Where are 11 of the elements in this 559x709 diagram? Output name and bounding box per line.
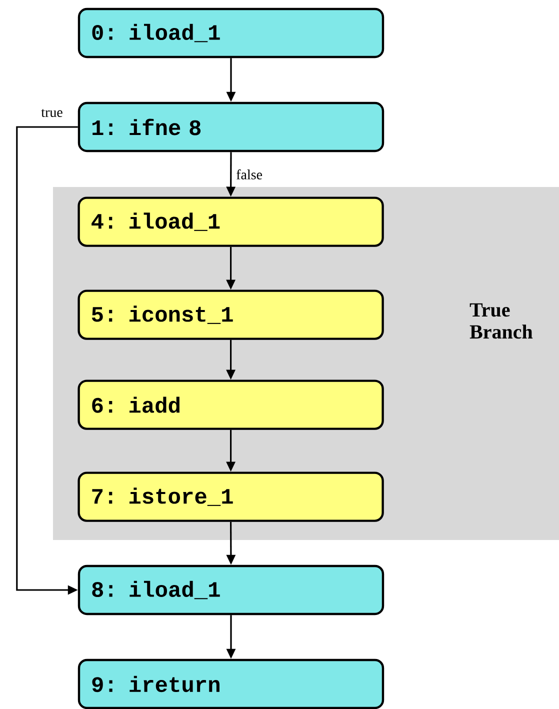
instruction-box: 5: iconst_1 xyxy=(78,290,384,340)
instruction-box: 4: iload_1 xyxy=(78,196,384,247)
instruction-box: 0: iload_1 xyxy=(78,8,384,58)
edge-label: false xyxy=(236,169,262,180)
edge-label: true xyxy=(41,108,62,117)
instruction-box: 8: iload_1 xyxy=(78,564,384,616)
instruction-box: 6: iadd xyxy=(78,380,384,430)
instruction-box: 1: ifne 8 xyxy=(78,102,384,152)
instruction-box: 9: ireturn xyxy=(78,658,384,709)
band-title: True Branch xyxy=(470,303,533,339)
instruction-box: 7: istore_1 xyxy=(78,472,384,522)
